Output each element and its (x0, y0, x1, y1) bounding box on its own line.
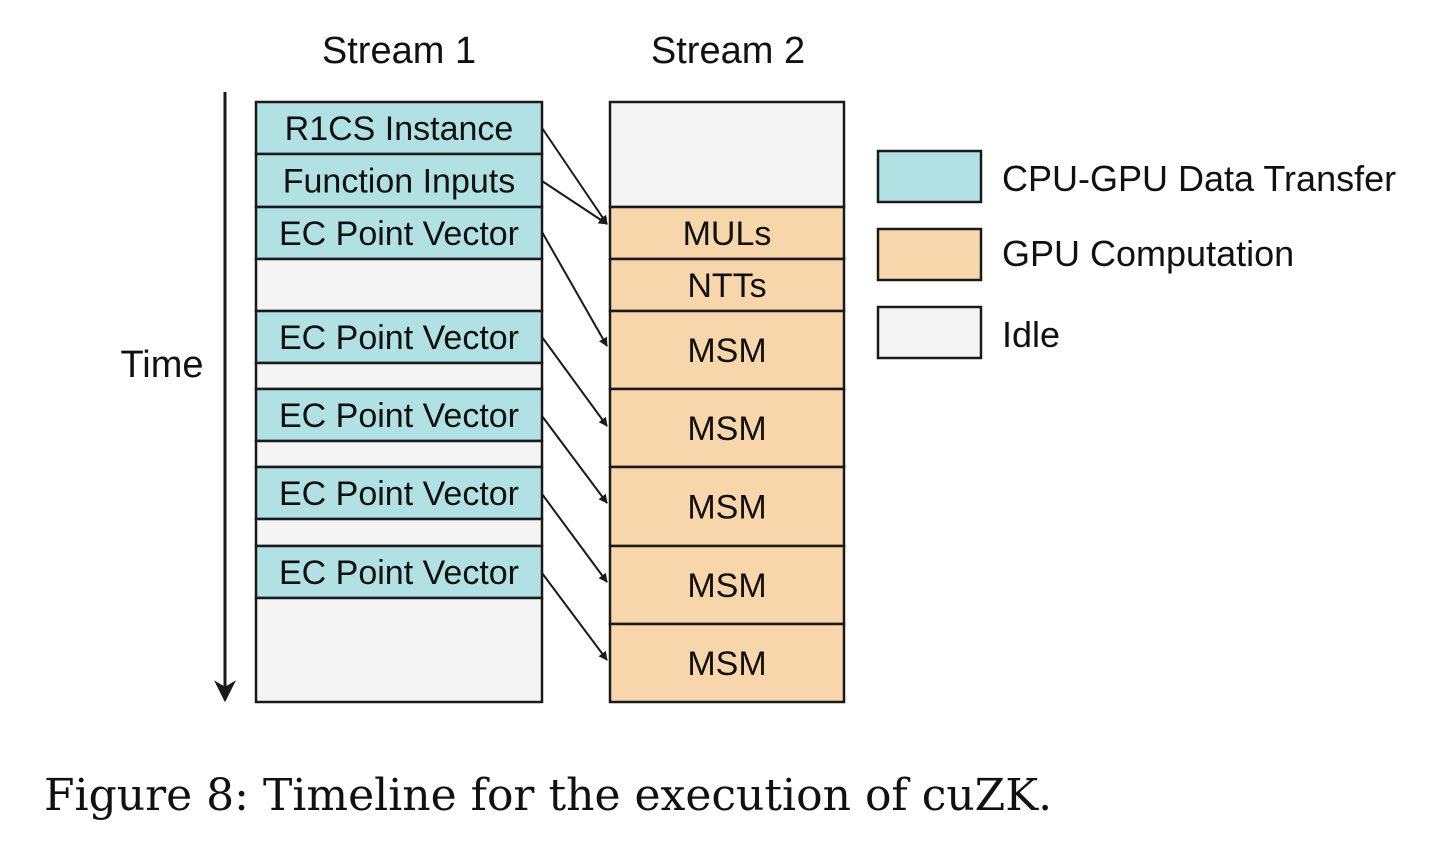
stream-1-label-ec-point-vector: EC Point Vector (279, 319, 519, 357)
stream-2-block-compute (608, 309, 846, 391)
stream-2-label-muls: MULs (683, 215, 772, 253)
stream-2-label-msm: MSM (687, 332, 766, 370)
dependency-arrow (541, 493, 608, 583)
dependency-arrow (541, 415, 608, 504)
stream-1-label-ec-point-vector: EC Point Vector (279, 554, 519, 592)
figure-caption: Figure 8: Timeline for the execution of … (44, 770, 1052, 821)
stream-1-block-idle (254, 361, 544, 391)
legend-swatch-compute (876, 227, 983, 282)
stream-1-block-idle (254, 439, 544, 469)
dependency-arrow (541, 180, 608, 225)
stream-2-block-compute (608, 465, 846, 548)
stream-2-label-msm: MSM (687, 645, 766, 683)
time-label: Time (120, 344, 203, 386)
stream-2-block-compute (608, 544, 846, 626)
legend-swatch-idle (876, 305, 983, 360)
legend-swatch-transfer (876, 149, 983, 204)
stream-1-block-transfer (254, 465, 544, 521)
legend-label-idle: Idle (1002, 314, 1060, 355)
stream-1-title: Stream 1 (322, 30, 476, 72)
stream-2-label-ntts: NTTs (687, 267, 766, 305)
stream-1-label-r1cs-instance: R1CS Instance (285, 110, 514, 148)
stream-2-block-compute (608, 387, 846, 469)
stream-1-block-transfer (254, 544, 544, 600)
dependency-arrow (541, 231, 608, 347)
stream-1-block-idle (254, 257, 544, 313)
stream-2-block-compute (608, 622, 846, 704)
stream-1-block-idle (254, 517, 544, 548)
stream-2-block-compute (608, 257, 846, 313)
stream-1-label-ec-point-vector: EC Point Vector (279, 215, 519, 253)
stream-1-block-transfer (254, 387, 544, 443)
stream-1-block-transfer (254, 152, 544, 209)
stream-2-label-msm: MSM (687, 567, 766, 605)
stream-1-label-ec-point-vector: EC Point Vector (279, 475, 519, 513)
stream-2-block-idle (608, 100, 846, 209)
stream-2-label-msm: MSM (687, 489, 766, 527)
stream-2-block-compute (608, 205, 846, 261)
stream-1-label-function-inputs: Function Inputs (283, 163, 515, 201)
stream-2-title: Stream 2 (651, 30, 805, 72)
dependency-arrow (541, 572, 608, 661)
dependency-arrows (541, 127, 608, 661)
stream-2-label-msm: MSM (687, 410, 766, 448)
legend-label-gpu-computation: GPU Computation (1002, 233, 1294, 274)
stream-1-label-ec-point-vector: EC Point Vector (279, 397, 519, 435)
dependency-arrow (541, 127, 608, 225)
dependency-arrow (541, 336, 608, 427)
legend-label-cpu-gpu-data-transfer: CPU-GPU Data Transfer (1002, 158, 1396, 199)
stream-1-block-idle (254, 596, 544, 704)
